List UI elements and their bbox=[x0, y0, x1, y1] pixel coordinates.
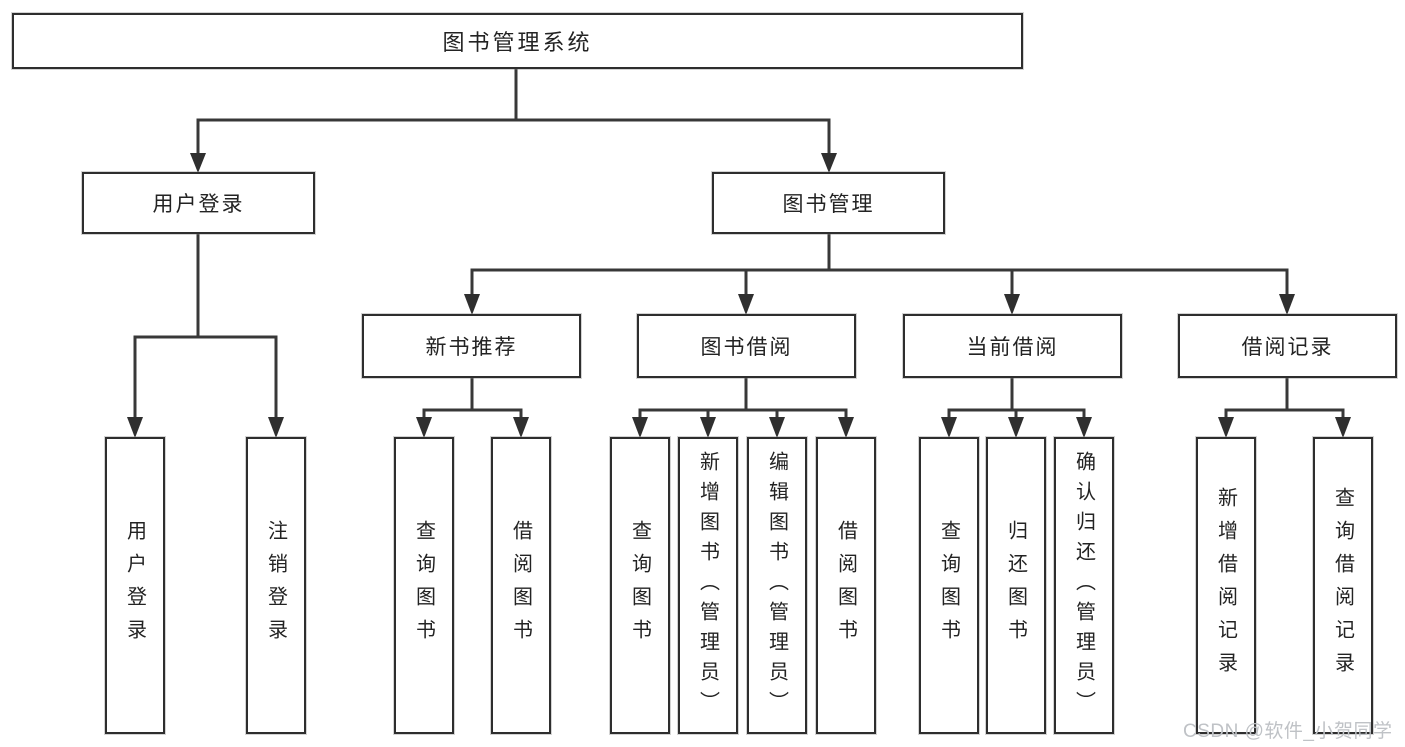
node-new-book-recommend: 新书推荐 bbox=[362, 314, 581, 378]
arrowheads-current-borrow-leaves bbox=[941, 417, 1092, 438]
leaf-borrow-edit-book-admin: 编辑图书（管理员） bbox=[747, 437, 807, 734]
connector-book-mgmt-to-level3 bbox=[470, 232, 1289, 298]
connector-current-borrow-to-leaves bbox=[947, 376, 1086, 421]
watermark-text: CSDN @软件_小贺同学 bbox=[1183, 721, 1393, 742]
connector-root-to-level2 bbox=[196, 67, 831, 157]
node-current-borrow: 当前借阅 bbox=[903, 314, 1122, 378]
leaf-logout: 注销登录 bbox=[246, 437, 306, 734]
leaf-records-query-record: 查询借阅记录 bbox=[1313, 437, 1373, 734]
connector-new-book-to-leaves bbox=[422, 376, 523, 421]
arrowheads-book-borrow-leaves bbox=[632, 417, 854, 438]
leaf-current-confirm-return-admin: 确认归还（管理员） bbox=[1054, 437, 1114, 734]
leaf-borrow-query-book: 查询图书 bbox=[610, 437, 670, 734]
node-root: 图书管理系统 bbox=[12, 13, 1023, 69]
node-user-login: 用户登录 bbox=[82, 172, 315, 234]
leaf-newbook-query-book: 查询图书 bbox=[394, 437, 454, 734]
arrowheads-borrow-records-leaves bbox=[1218, 417, 1351, 438]
arrowheads-new-book-leaves bbox=[416, 417, 529, 438]
leaf-newbook-borrow-book: 借阅图书 bbox=[491, 437, 551, 734]
leaf-borrow-borrow-book: 借阅图书 bbox=[816, 437, 876, 734]
leaf-records-add-record: 新增借阅记录 bbox=[1196, 437, 1256, 734]
leaf-current-return-book: 归还图书 bbox=[986, 437, 1046, 734]
connector-borrow-records-to-leaves bbox=[1224, 376, 1345, 421]
arrowheads-user-login-leaves bbox=[127, 417, 284, 438]
node-book-borrow: 图书借阅 bbox=[637, 314, 856, 378]
arrowheads-level2 bbox=[190, 153, 837, 173]
leaf-user-login: 用户登录 bbox=[105, 437, 165, 734]
leaf-current-query-book: 查询图书 bbox=[919, 437, 979, 734]
connector-book-borrow-to-leaves bbox=[638, 376, 848, 421]
leaf-borrow-add-book-admin: 新增图书（管理员） bbox=[678, 437, 738, 734]
node-borrow-records: 借阅记录 bbox=[1178, 314, 1397, 378]
arrowheads-level3 bbox=[464, 294, 1295, 315]
node-book-management: 图书管理 bbox=[712, 172, 945, 234]
connector-user-login-to-leaves bbox=[133, 232, 278, 421]
